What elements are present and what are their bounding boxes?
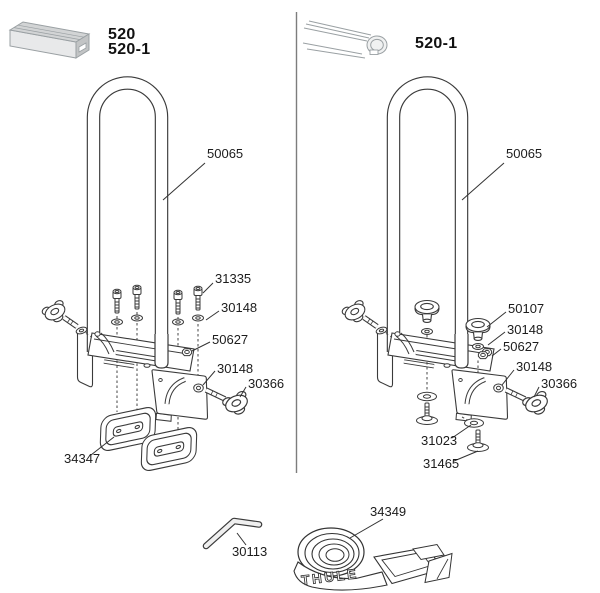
washer <box>111 318 123 326</box>
washer <box>131 314 143 322</box>
part-label-strap: 34349 <box>370 504 407 519</box>
part-label-knob-left: 30366 <box>248 376 285 391</box>
part-label-base-washer: 31023 <box>421 433 458 448</box>
lock-nut <box>477 351 489 360</box>
part-label-tube-left: 50065 <box>207 146 244 161</box>
aero-bar-icon <box>302 20 388 59</box>
part-label-allen-key: 30113 <box>232 544 268 559</box>
part-label-wheel-knob: 50107 <box>508 301 545 316</box>
part-label-bolt: 31335 <box>215 271 252 286</box>
left-assembly-hardware <box>99 284 204 473</box>
part-label-washer-upper-left: 30148 <box>221 300 258 315</box>
washer <box>192 314 204 322</box>
model-label-520-1: 520-1 <box>108 41 151 58</box>
part-label-locknut-left: 50627 <box>212 332 249 347</box>
model-label-520: 520 <box>108 26 136 43</box>
part-label-knob-right: 30366 <box>541 376 578 391</box>
washer <box>172 318 184 326</box>
wheel-knob <box>465 317 491 341</box>
socket-bolt <box>112 288 122 314</box>
allen-key-icon <box>202 517 263 550</box>
washer <box>421 328 433 335</box>
part-label-foot-pads: 34347 <box>64 451 101 466</box>
part-label-locknut-right: 50627 <box>503 339 540 354</box>
alignment-dashes-right <box>426 335 479 422</box>
right-assembly-hardware <box>414 299 491 452</box>
part-label-washer-lower-left: 30148 <box>217 361 254 376</box>
washer <box>472 343 484 350</box>
strap-icon: THULE <box>293 527 453 591</box>
base-washer <box>417 391 437 402</box>
base-bolt <box>416 402 438 425</box>
strap-brand-text: THULE <box>301 566 360 588</box>
model-label-right-520-1: 520-1 <box>415 35 458 52</box>
part-label-base-bolt: 31465 <box>423 456 460 471</box>
part-label-tube-right: 50065 <box>506 146 543 161</box>
part-label-washer-upper-right: 30148 <box>507 322 544 337</box>
leader-lines <box>90 162 540 546</box>
socket-bolt <box>132 284 142 310</box>
base-washer <box>464 418 484 428</box>
square-bar-icon <box>8 21 91 59</box>
wheel-knob <box>414 299 440 323</box>
socket-bolt <box>193 285 203 311</box>
base-bolt <box>467 429 489 452</box>
part-label-washer-lower-right: 30148 <box>516 359 553 374</box>
socket-bolt <box>173 289 183 315</box>
